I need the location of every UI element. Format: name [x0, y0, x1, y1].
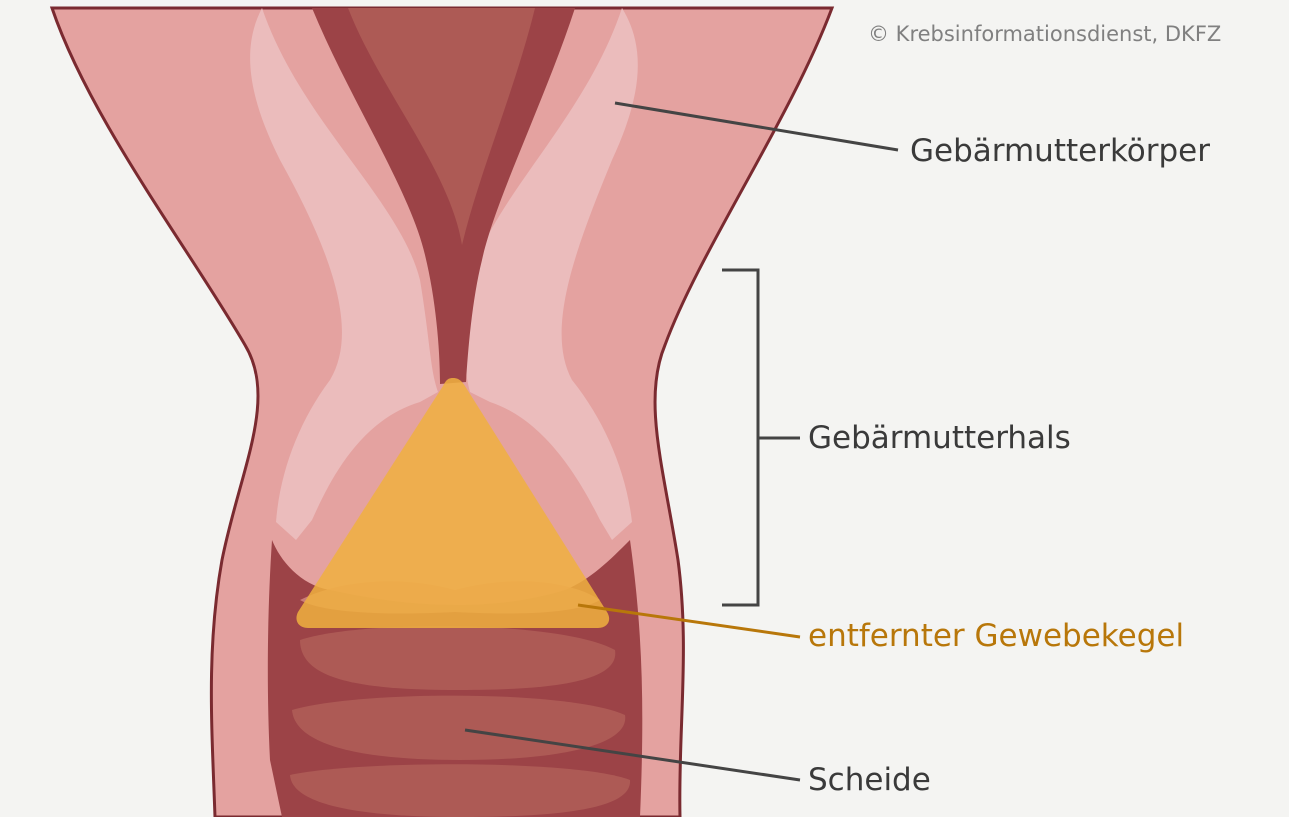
label-vagina: Scheide: [808, 765, 931, 796]
vaginal-folds: [290, 626, 630, 817]
label-uterus-body: Gebärmutterkörper: [910, 136, 1210, 167]
copyright-notice: © Krebsinformationsdienst, DKFZ: [868, 24, 1221, 45]
label-cervix: Gebärmutterhals: [808, 423, 1071, 454]
label-removed-cone: entfernter Gewebekegel: [808, 621, 1184, 652]
